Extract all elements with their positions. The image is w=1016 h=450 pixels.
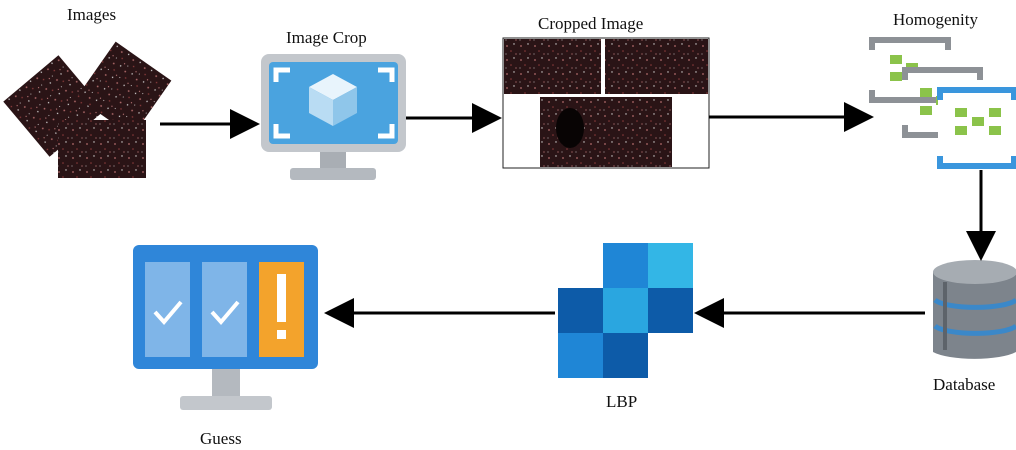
guess-label: Guess xyxy=(200,429,242,448)
homogenity-icon xyxy=(869,37,1016,169)
homogenity-label: Homogenity xyxy=(893,10,978,29)
images-label: Images xyxy=(67,5,117,24)
cropped-image-icon xyxy=(502,37,710,169)
image-crop-label: Image Crop xyxy=(286,28,367,47)
guess-icon xyxy=(133,245,318,410)
lbp-label: LBP xyxy=(606,392,638,411)
lbp-icon xyxy=(558,243,693,378)
database-label: Database xyxy=(933,375,996,394)
cropped-image-label: Cropped Image xyxy=(538,14,644,33)
image-crop-icon xyxy=(261,54,406,180)
flow-arrows xyxy=(160,102,996,328)
database-icon xyxy=(933,260,1016,359)
images-icon xyxy=(3,41,172,178)
